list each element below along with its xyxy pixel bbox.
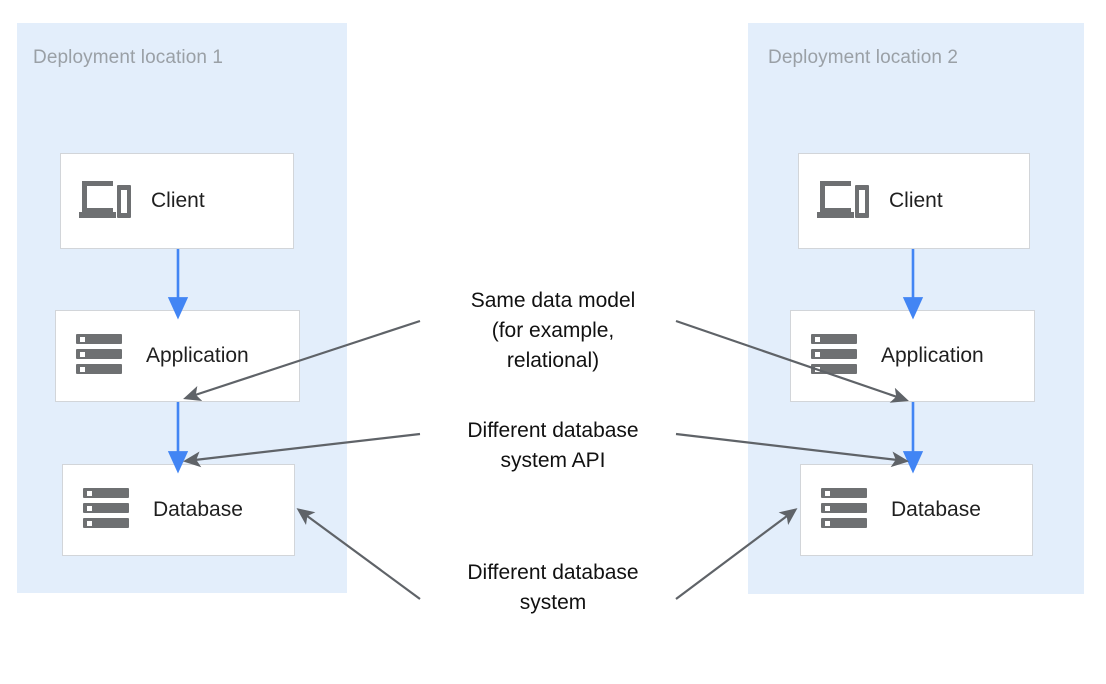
deployment-zone-2-label: Deployment location 2 [768,47,959,68]
node-label: Database [891,498,981,521]
node-label: Client [889,189,943,212]
deployment-zone-1-label: Deployment location 1 [33,47,224,68]
node-client-1[interactable]: Client [60,153,294,249]
node-application-1[interactable]: Application [55,310,300,402]
callout-same-data-model: Same data model (for example, relational… [470,289,636,372]
server-icon [74,332,126,381]
node-label: Application [146,344,249,367]
devices-icon [79,177,131,226]
node-database-1[interactable]: Database [62,464,295,556]
callout-different-database-system-api: Different database system API [467,419,639,472]
callout-different-database-system: Different database system [467,561,639,614]
server-icon [81,486,133,535]
node-application-2[interactable]: Application [790,310,1035,402]
node-label: Client [151,189,205,212]
node-label: Application [881,344,984,367]
server-icon [809,332,861,381]
server-icon [819,486,871,535]
node-database-2[interactable]: Database [800,464,1033,556]
node-label: Database [153,498,243,521]
node-client-2[interactable]: Client [798,153,1030,249]
devices-icon [817,177,869,226]
